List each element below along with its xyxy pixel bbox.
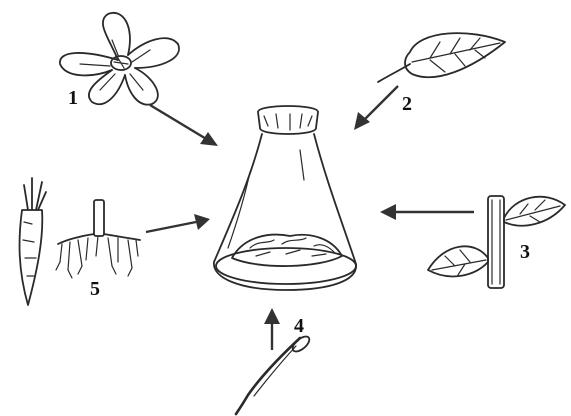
arrow-from-anther xyxy=(264,308,280,350)
culture-flask-icon xyxy=(214,106,356,290)
anther-icon xyxy=(236,334,312,414)
label-2: 2 xyxy=(402,93,412,115)
arrow-from-root xyxy=(146,214,210,232)
label-4: 4 xyxy=(294,315,304,337)
arrow-from-stem xyxy=(380,204,474,220)
arrow-from-flower xyxy=(150,105,218,146)
arrow-from-leaf xyxy=(354,86,398,130)
stem-with-leaves-icon xyxy=(428,196,565,288)
label-3: 3 xyxy=(520,241,530,263)
label-5: 5 xyxy=(90,278,100,300)
leaf-icon xyxy=(378,33,505,82)
label-1: 1 xyxy=(68,87,78,109)
root-and-carrot-icon xyxy=(20,178,140,305)
